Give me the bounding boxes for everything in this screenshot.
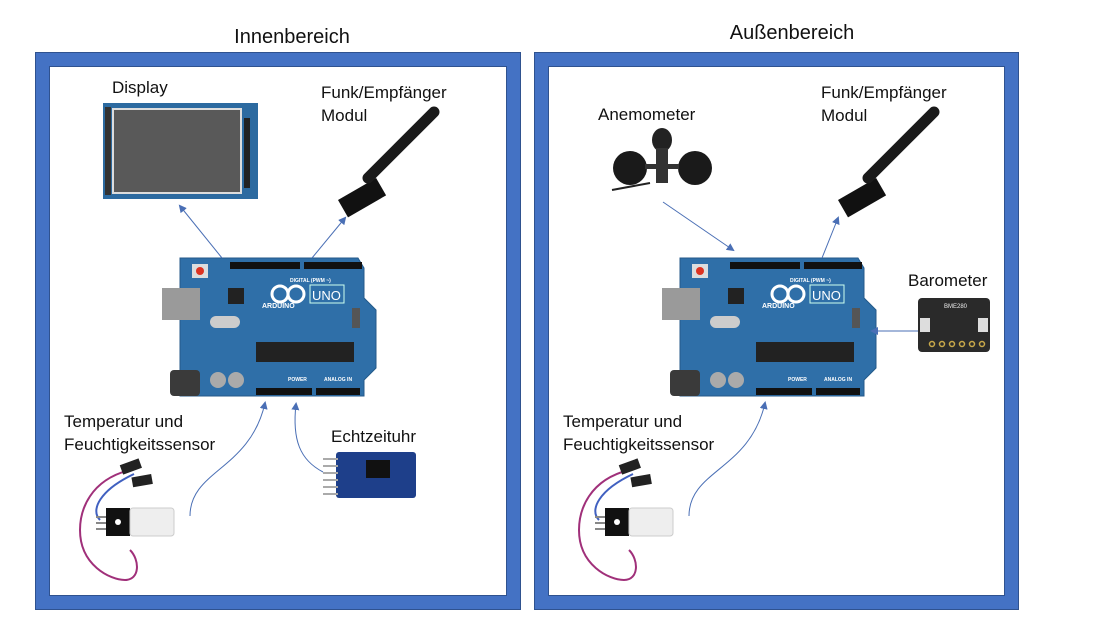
dht-sensor-outdoor [578,457,674,581]
arduino-digital-indoor: DIGITAL (PWM ~) [290,278,331,284]
radio-label-line2: Modul [821,106,868,125]
barometer-label: Barometer [908,271,988,290]
rtc-label: Echtzeituhr [331,427,417,446]
radio-label-line1: Funk/Empfänger [821,83,947,102]
arduino-board-outdoor [660,256,878,398]
arrow-dht-to-board [189,401,268,517]
radio-module-indoor [338,112,434,217]
temp-humidity-label-outdoor: Temperatur und Feuchtigkeitssensor [563,410,714,456]
barometer-chip-label: BME280 [944,304,968,310]
rtc-module [323,452,416,498]
arduino-brand-outdoor: ARDUINO [762,303,795,310]
anemometer-label: Anemometer [598,105,696,124]
radio-module-outdoor [838,112,934,217]
section-title-outdoor: Außenbereich [729,22,855,44]
temp-humidity-label-indoor: Temperatur und Feuchtigkeitssensor [64,410,215,456]
temp-label-line2: Feuchtigkeitssensor [64,435,216,454]
section-title-indoor: Innenbereich [234,26,350,48]
dht-sensor-indoor [79,457,175,581]
display-label: Display [112,78,168,97]
arrow-board-to-radio-outdoor [821,216,840,259]
arduino-power-outdoor: POWER [788,377,807,383]
display-module [103,103,258,199]
arduino-brand-indoor: ARDUINO [262,303,295,310]
arduino-model-indoor: UNO [312,288,341,303]
arduino-board-indoor [160,256,378,398]
arduino-power-indoor: POWER [288,377,307,383]
radio-label-indoor: Funk/Empfänger Modul [321,81,447,127]
arrow-anemometer-to-board [662,201,735,252]
arduino-analog-indoor: ANALOG IN [324,377,353,383]
arduino-analog-outdoor: ANALOG IN [824,377,853,383]
arduino-model-outdoor: UNO [812,288,841,303]
radio-label-line1: Funk/Empfänger [321,83,447,102]
anemometer-device [611,128,712,191]
radio-label-outdoor: Funk/Empfänger Modul [821,81,947,127]
arrow-board-to-radio [311,216,347,259]
arrow-board-to-display [178,204,223,259]
temp-label-line1: Temperatur und [563,412,683,431]
arrow-rtc-to-board [291,402,324,473]
arrow-dht-to-board-outdoor [688,401,768,517]
temp-label-line2: Feuchtigkeitssensor [563,435,715,454]
arduino-digital-outdoor: DIGITAL (PWM ~) [790,278,831,284]
barometer-module: BME280 [918,298,990,352]
temp-label-line1: Temperatur und [64,412,184,431]
radio-label-line2: Modul [321,106,368,125]
